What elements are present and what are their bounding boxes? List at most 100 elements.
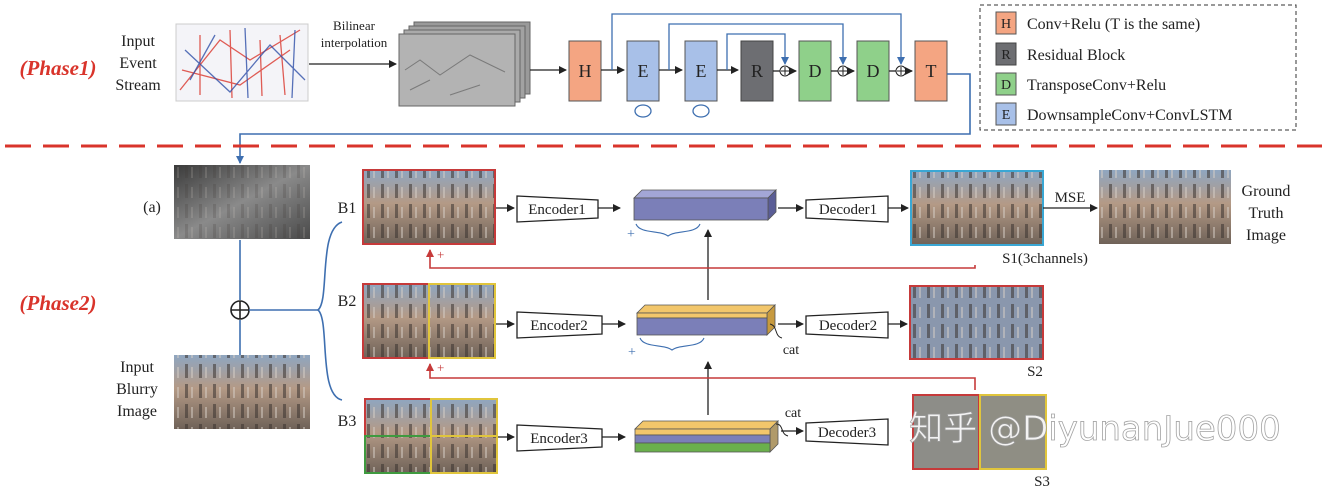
legend-item-e: E DownsampleConv+ConvLSTM: [995, 102, 1232, 126]
cat-brace-3: [775, 423, 789, 437]
svg-text:Ground: Ground: [1242, 183, 1291, 200]
output-s1-image: [910, 170, 1044, 246]
sum-node-2: [837, 65, 849, 77]
svg-text:Input: Input: [120, 359, 154, 376]
svg-text:Stream: Stream: [115, 77, 161, 94]
feedback-plus-2: +: [437, 360, 444, 375]
encoder1: Encoder1: [496, 195, 621, 223]
decoder3: Decoder3: [781, 418, 889, 446]
sum-node-1: [779, 65, 791, 77]
recurrent-loop-icon: [692, 104, 710, 118]
input-blurry-image: [174, 355, 310, 429]
svg-text:R: R: [751, 61, 763, 81]
svg-text:Image: Image: [1246, 227, 1286, 244]
block-d2: D: [856, 40, 890, 102]
legend-item-d: D TransposeConv+Relu: [995, 72, 1166, 96]
feedback-s2-to-b2: [426, 363, 976, 390]
b3-input-image: [364, 398, 498, 474]
cat-brace-2: [769, 323, 783, 339]
cat-label-3: cat: [785, 406, 801, 421]
branch-label-b1: B1: [338, 200, 357, 217]
svg-text:Image: Image: [117, 403, 157, 420]
feature-map-2: [636, 304, 776, 336]
block-e2: E: [684, 40, 718, 118]
decoder1: Decoder1: [778, 195, 909, 223]
legend: H Conv+Relu (T is the same) R Residual B…: [979, 4, 1297, 131]
block-h: H: [568, 40, 602, 102]
svg-text:DownsampleConv+ConvLSTM: DownsampleConv+ConvLSTM: [1027, 107, 1232, 124]
svg-text:H: H: [1001, 17, 1011, 32]
branch-label-b2: B2: [338, 293, 357, 310]
svg-text:Conv+Relu (T is the same): Conv+Relu (T is the same): [1027, 16, 1200, 33]
concat-node: [230, 221, 343, 401]
block-t: T: [914, 40, 948, 102]
arrow-phase1-output: [236, 73, 971, 164]
sum-plus-2: +: [628, 345, 636, 360]
svg-text:Input: Input: [121, 33, 155, 50]
block-r: R: [740, 40, 774, 102]
feedback-plus-1: +: [437, 247, 444, 262]
sum-plus-1: +: [627, 227, 635, 242]
svg-text:Decoder2: Decoder2: [819, 318, 877, 334]
phase1-label: (Phase1): [20, 56, 97, 80]
svg-text:D: D: [867, 61, 880, 81]
input-blurry-label: Input Blurry Image: [116, 359, 158, 420]
feedback-s1-to-b1: [426, 249, 976, 269]
svg-text:Decoder1: Decoder1: [819, 202, 877, 218]
output-s3-image: [912, 394, 1047, 470]
ground-truth-image: [1099, 170, 1231, 244]
ground-truth-label: Ground Truth Image: [1242, 183, 1291, 244]
b2-input-image: [362, 283, 496, 359]
cat-label-2: cat: [783, 343, 799, 358]
feature-map-1: [633, 189, 777, 221]
svg-text:D: D: [1001, 78, 1011, 93]
svg-text:H: H: [579, 61, 592, 81]
feature-map-3: [634, 420, 779, 453]
interpolated-frames-stack: [398, 21, 531, 107]
panel-label: (a): [143, 199, 161, 216]
svg-text:E: E: [696, 61, 707, 81]
svg-text:E: E: [1002, 108, 1011, 123]
mse-label: MSE: [1055, 190, 1086, 206]
svg-text:Encoder1: Encoder1: [528, 202, 585, 218]
block-d1: D: [798, 40, 832, 102]
svg-text:Event: Event: [119, 55, 157, 72]
output-s2-image: [909, 285, 1044, 360]
svg-text:Bilinear: Bilinear: [333, 18, 376, 33]
encoder3: Encoder3: [498, 424, 626, 452]
svg-text:Decoder3: Decoder3: [818, 425, 876, 441]
sum-brace-2: [639, 337, 705, 351]
svg-text:TransposeConv+Relu: TransposeConv+Relu: [1027, 77, 1166, 94]
svg-text:D: D: [809, 61, 822, 81]
phase2-label: (Phase2): [20, 291, 97, 315]
svg-text:Residual Block: Residual Block: [1027, 47, 1125, 64]
recurrent-loop-icon: [634, 104, 652, 118]
encoder2: Encoder2: [496, 311, 626, 339]
svg-text:Truth: Truth: [1249, 205, 1284, 222]
interp-label: Bilinear interpolation: [321, 18, 388, 50]
legend-item-h: H Conv+Relu (T is the same): [995, 11, 1200, 35]
b1-input-image: [362, 169, 496, 245]
svg-text:T: T: [926, 61, 937, 81]
branch-label-b3: B3: [338, 413, 357, 430]
s1-label: S1(3channels): [1002, 251, 1088, 267]
s2-label: S2: [1027, 364, 1043, 380]
sum-brace-1: [635, 223, 701, 237]
event-stream-image: [175, 23, 309, 102]
block-e1: E: [626, 40, 660, 118]
svg-text:R: R: [1001, 48, 1011, 63]
phase1-input-label: Input Event Stream: [115, 33, 161, 94]
svg-text:Encoder2: Encoder2: [530, 318, 587, 334]
s3-label: S3: [1034, 474, 1050, 489]
decoder2: Decoder2: [778, 311, 908, 339]
svg-text:Encoder3: Encoder3: [530, 431, 587, 447]
legend-item-r: R Residual Block: [995, 42, 1125, 66]
watermark: 知乎 @DiyunanJue000: [909, 409, 1280, 449]
sum-node-3: [895, 65, 907, 77]
svg-text:Blurry: Blurry: [116, 381, 158, 398]
svg-text:E: E: [638, 61, 649, 81]
skip-connections: [611, 13, 905, 70]
svg-text:interpolation: interpolation: [321, 35, 388, 50]
